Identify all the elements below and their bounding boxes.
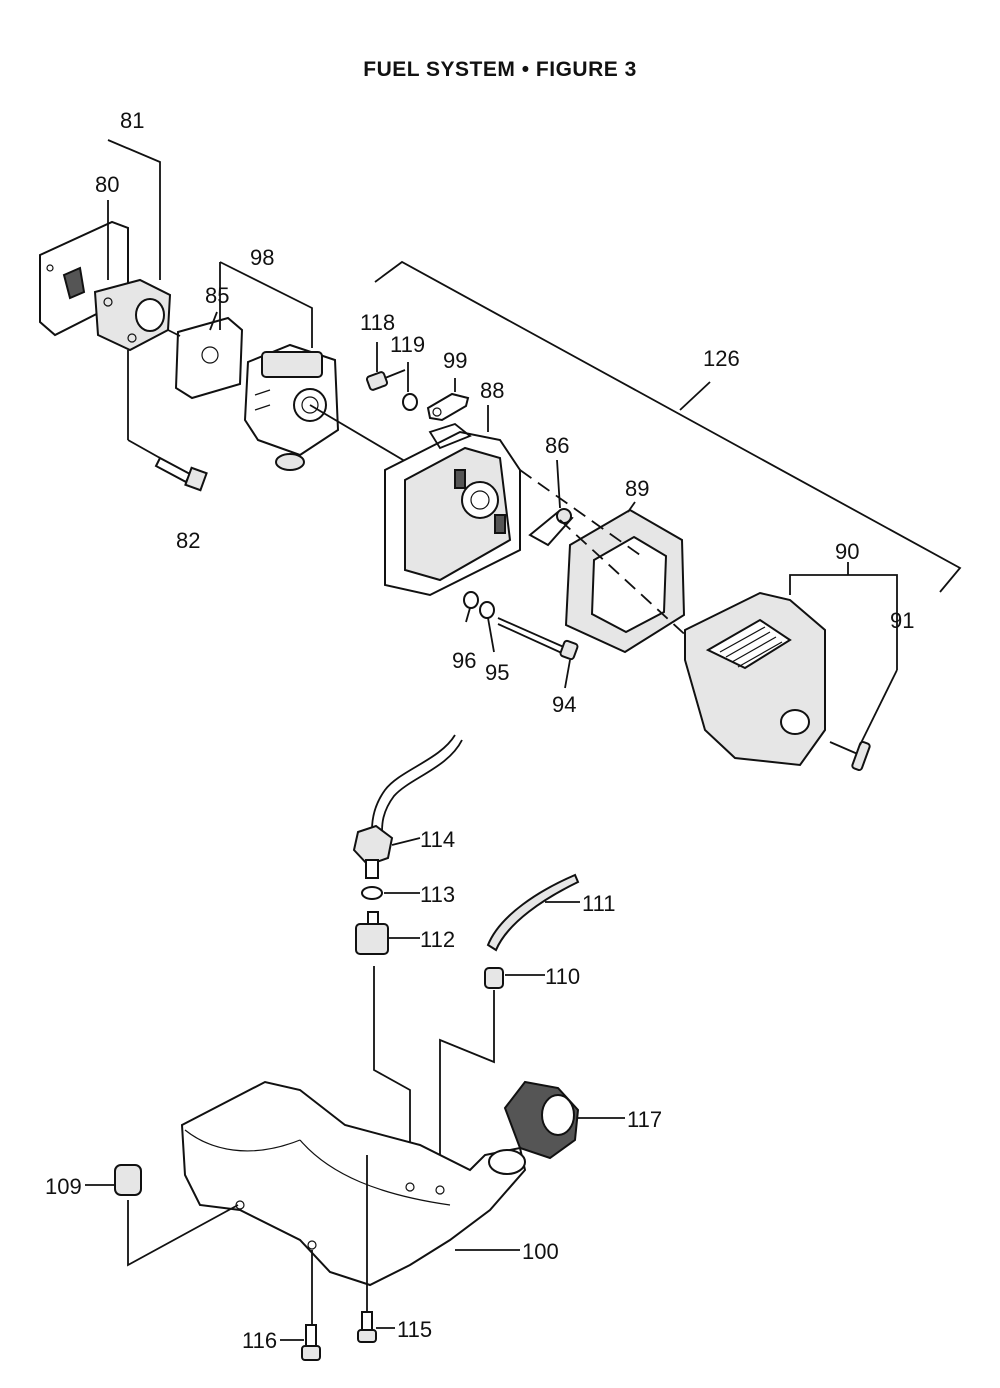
label-95: 95 bbox=[485, 660, 509, 685]
leader-89 bbox=[627, 501, 636, 513]
part-99-bracket bbox=[426, 392, 470, 422]
leader-85 bbox=[209, 311, 218, 331]
label-91: 91 bbox=[890, 608, 914, 633]
figure-title: FUEL SYSTEM • FIGURE 3 bbox=[363, 58, 637, 81]
part-86-choke-lever bbox=[528, 508, 574, 547]
label-99: 99 bbox=[443, 348, 467, 373]
label-80: 80 bbox=[95, 172, 119, 197]
part-114-fuel-line bbox=[352, 734, 463, 879]
label-113: 113 bbox=[420, 882, 455, 907]
part-85-gasket bbox=[167, 316, 244, 400]
part-109-rubber-mount bbox=[85, 1164, 239, 1267]
part-81-insulator bbox=[93, 278, 172, 352]
label-109: 109 bbox=[45, 1174, 82, 1199]
leader-126 bbox=[679, 381, 711, 411]
part-98-carburetor bbox=[243, 343, 340, 471]
part-117-fuel-cap bbox=[503, 1080, 625, 1160]
label-115: 115 bbox=[397, 1317, 432, 1342]
part-91-knob-screw bbox=[829, 740, 871, 772]
part-89-filter-element bbox=[564, 508, 686, 654]
label-81: 81 bbox=[120, 108, 144, 133]
leader-86 bbox=[556, 459, 561, 509]
part-112-fuel-filter bbox=[355, 911, 420, 1185]
leader-91 bbox=[859, 669, 898, 746]
part-95-washer bbox=[479, 601, 495, 619]
label-100: 100 bbox=[522, 1239, 559, 1264]
leader-96 bbox=[465, 607, 471, 623]
label-96: 96 bbox=[452, 648, 476, 673]
label-94: 94 bbox=[552, 692, 576, 717]
label-111: 111 bbox=[582, 891, 615, 916]
part-118-bolt bbox=[365, 369, 406, 391]
part-94-long-bolt bbox=[497, 617, 579, 661]
label-86: 86 bbox=[545, 433, 569, 458]
label-110: 110 bbox=[545, 964, 580, 989]
label-126: 126 bbox=[703, 346, 740, 371]
bracket-126 bbox=[374, 260, 962, 593]
bracket-81 bbox=[107, 139, 161, 280]
label-85: 85 bbox=[205, 283, 229, 308]
label-88: 88 bbox=[480, 378, 504, 403]
part-110-vent-valve bbox=[439, 967, 545, 1185]
part-111-vent-tube bbox=[486, 873, 580, 952]
part-99-lead bbox=[428, 422, 472, 450]
label-90: 90 bbox=[835, 539, 859, 564]
label-118: 118 bbox=[360, 310, 395, 335]
leader-95 bbox=[487, 617, 495, 653]
filter-alignment-line bbox=[519, 469, 641, 556]
label-119: 119 bbox=[390, 332, 425, 357]
part-88-air-cleaner-base bbox=[384, 430, 521, 597]
label-114: 114 bbox=[420, 827, 455, 852]
label-116: 116 bbox=[242, 1328, 277, 1353]
part-119-washer bbox=[402, 393, 418, 411]
label-117: 117 bbox=[627, 1107, 662, 1132]
label-82: 82 bbox=[176, 528, 200, 553]
leader-94 bbox=[564, 659, 571, 689]
bracket-90-91 bbox=[789, 574, 898, 670]
part-96-washer bbox=[463, 591, 479, 609]
label-89: 89 bbox=[625, 476, 649, 501]
part-115-screw bbox=[357, 1290, 395, 1343]
label-112: 112 bbox=[420, 927, 455, 952]
part-82-screw bbox=[127, 350, 208, 492]
part-113-clip bbox=[361, 886, 420, 900]
part-116-screw bbox=[280, 1250, 321, 1361]
part-100-fuel-tank bbox=[180, 1080, 527, 1290]
label-98: 98 bbox=[250, 245, 274, 270]
part-98-lead bbox=[309, 404, 421, 471]
bracket-98 bbox=[219, 261, 313, 348]
part-90-air-cleaner-cover bbox=[684, 591, 826, 767]
